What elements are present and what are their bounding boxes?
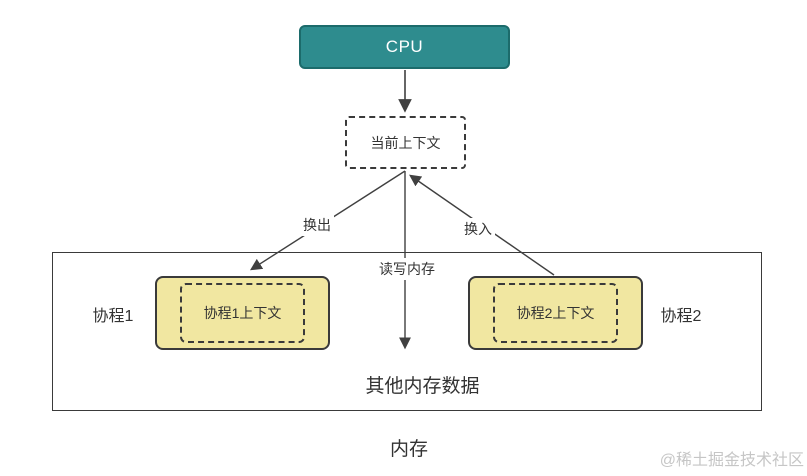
cpu-node: CPU: [299, 25, 510, 69]
swap-out-edge-label: 换出: [300, 214, 334, 236]
coroutine2-context-node: 协程2上下文: [493, 283, 618, 343]
swap-in-edge-label: 换入: [461, 218, 495, 240]
coroutine2-context-label: 协程2上下文: [516, 305, 595, 321]
memory-label: 内存: [389, 439, 428, 460]
read-write-memory-edge-label: 读写内存: [376, 258, 438, 280]
memory-container: [52, 252, 762, 411]
coroutine1-node: 协程1上下文: [155, 276, 330, 350]
current-context-label: 当前上下文: [370, 134, 441, 151]
coroutine1-label: 协程1: [92, 308, 134, 325]
cpu-label: CPU: [385, 37, 424, 56]
coroutine2-node: 协程2上下文: [468, 276, 643, 350]
current-context-node: 当前上下文: [345, 116, 466, 169]
watermark: @稀土掘金技术社区: [659, 452, 804, 469]
coroutine1-context-label: 协程1上下文: [203, 305, 282, 321]
coroutine1-context-node: 协程1上下文: [180, 283, 305, 343]
other-memory-data-label: 其他内存数据: [365, 376, 480, 397]
coroutine2-label: 协程2: [660, 308, 702, 325]
